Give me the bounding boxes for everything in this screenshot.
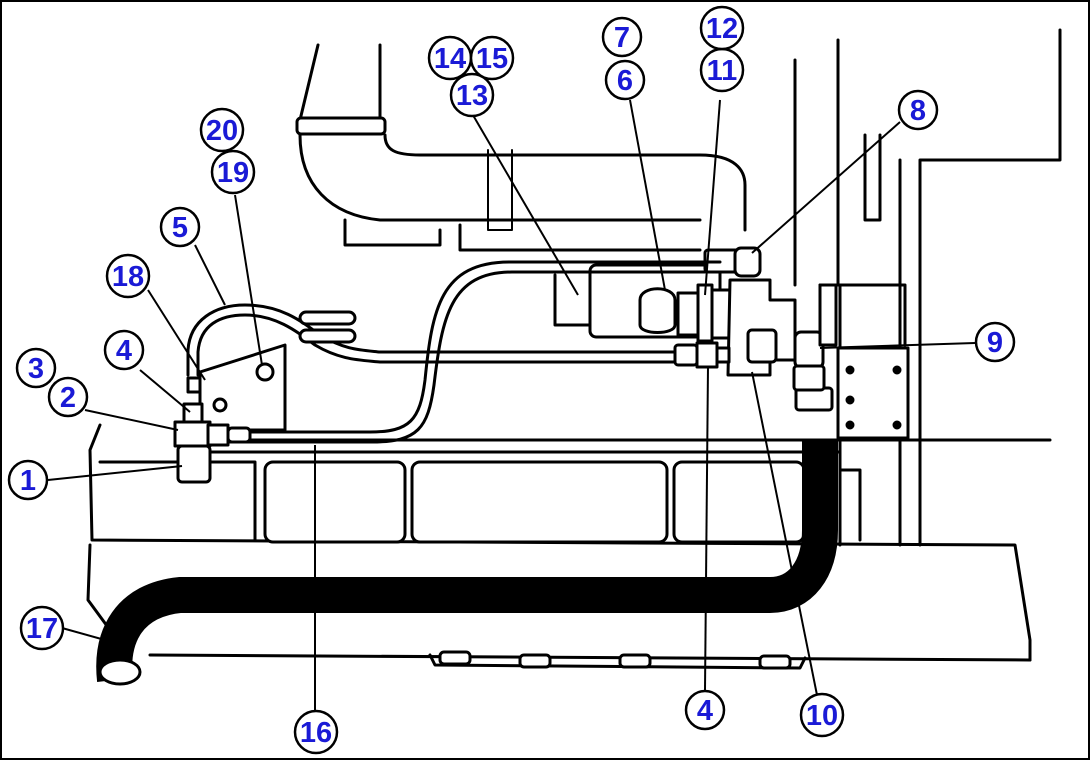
callout-15: 15 <box>469 35 515 81</box>
callout-18: 18 <box>105 253 151 299</box>
callout-label: 8 <box>910 95 926 127</box>
callout-label: 19 <box>217 157 249 189</box>
callout-17: 17 <box>19 605 65 651</box>
callout-20: 20 <box>199 107 245 153</box>
intake-elbow-pipe <box>295 43 747 252</box>
callout-8: 8 <box>897 89 939 131</box>
callout-4-bottom: 4 <box>684 689 726 731</box>
callout-1: 1 <box>7 459 49 501</box>
callout-label: 12 <box>706 13 738 45</box>
callout-label: 13 <box>456 80 488 112</box>
callout-14: 14 <box>427 35 473 81</box>
engine-block <box>86 423 1052 670</box>
callout-3: 3 <box>15 347 57 389</box>
callout-4-left: 4 <box>103 329 145 371</box>
callout-19: 19 <box>210 149 256 195</box>
callout-10: 10 <box>799 692 845 738</box>
air-starter-assembly <box>553 246 838 377</box>
callout-7: 7 <box>601 16 643 58</box>
callout-label: 16 <box>300 717 332 749</box>
callout-label: 6 <box>617 65 633 97</box>
leader-lines <box>47 99 976 715</box>
callout-label: 4 <box>697 695 713 727</box>
callout-label: 20 <box>206 115 238 147</box>
callout-label: 2 <box>60 382 76 414</box>
frame-structure <box>793 28 1062 547</box>
callout-label: 11 <box>707 55 738 87</box>
callout-16: 16 <box>293 709 339 755</box>
callout-label: 18 <box>112 261 144 293</box>
callout-label: 15 <box>476 43 508 75</box>
callout-13: 13 <box>449 72 495 118</box>
callout-label: 7 <box>614 22 630 54</box>
callout-label: 5 <box>172 212 188 244</box>
callout-label: 17 <box>26 613 58 645</box>
callout-2: 2 <box>47 376 89 418</box>
callout-label: 4 <box>116 335 132 367</box>
callouts: 1 2 3 4 4 5 6 7 <box>7 5 1016 755</box>
callout-label: 9 <box>987 327 1003 359</box>
callout-9: 9 <box>974 321 1016 363</box>
callout-11: 11 <box>699 47 745 93</box>
callout-12: 12 <box>699 5 745 51</box>
callout-label: 10 <box>806 700 838 732</box>
callout-5: 5 <box>159 206 201 248</box>
callout-label: 3 <box>28 353 44 385</box>
callout-6: 6 <box>604 59 646 101</box>
callout-label: 14 <box>434 43 466 75</box>
hoses-and-tubes <box>96 260 838 686</box>
callout-label: 1 <box>20 465 36 497</box>
